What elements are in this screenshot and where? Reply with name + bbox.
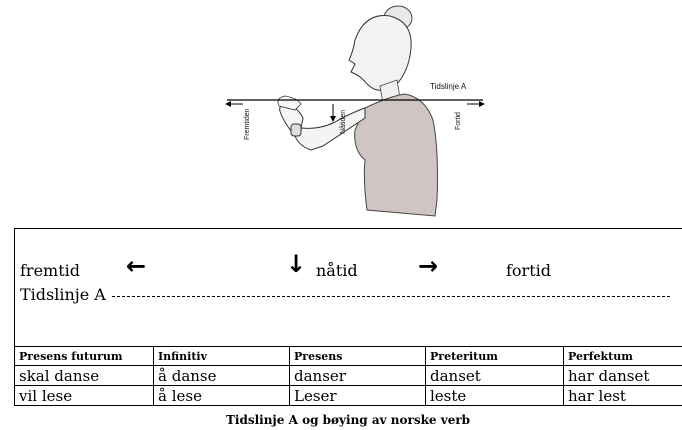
present-word: nåtid [316, 262, 358, 280]
table-cell: skal danse [15, 366, 154, 386]
header-perfektum: Perfektum [564, 347, 682, 366]
down-arrow-icon: ↓ [286, 252, 306, 276]
table-cell: danset [426, 366, 564, 386]
timeline-label: Tidslinje A [430, 82, 466, 91]
timeline-dashed-line [112, 296, 670, 297]
table-cell: danser [290, 366, 426, 386]
table-cell: vil lese [15, 386, 154, 406]
table-header-row: Presens futurum Infinitiv Presens Preter… [15, 347, 682, 366]
timeline-panel [14, 228, 682, 346]
past-word: fortid [506, 262, 551, 280]
future-label: Fremtiden [244, 108, 251, 140]
woman-watch-illustration [215, 0, 495, 222]
table-cell: har lest [564, 386, 682, 406]
figure-caption: Tidslinje A og bøying av norske verb [14, 413, 682, 427]
table-row: skal danse å danse danser danset har dan… [15, 366, 682, 386]
header-infinitiv: Infinitiv [154, 347, 290, 366]
table-cell: å danse [154, 366, 290, 386]
header-presens-futurum: Presens futurum [15, 347, 154, 366]
timeline-title: Tidslinje A [20, 286, 106, 304]
header-preteritum: Preteritum [426, 347, 564, 366]
table-cell: å lese [154, 386, 290, 406]
verb-table: Presens futurum Infinitiv Presens Preter… [14, 346, 682, 406]
table-row: vil lese å lese Leser leste har lest [15, 386, 682, 406]
table-cell: har danset [564, 366, 682, 386]
left-arrow-icon: ← [126, 254, 146, 278]
future-word: fremtid [20, 262, 80, 280]
header-presens: Presens [290, 347, 426, 366]
present-label: Nåtiden [340, 110, 347, 134]
right-arrow-icon: → [418, 254, 438, 278]
table-cell: leste [426, 386, 564, 406]
past-label: Fortid [455, 112, 462, 130]
table-cell: Leser [290, 386, 426, 406]
